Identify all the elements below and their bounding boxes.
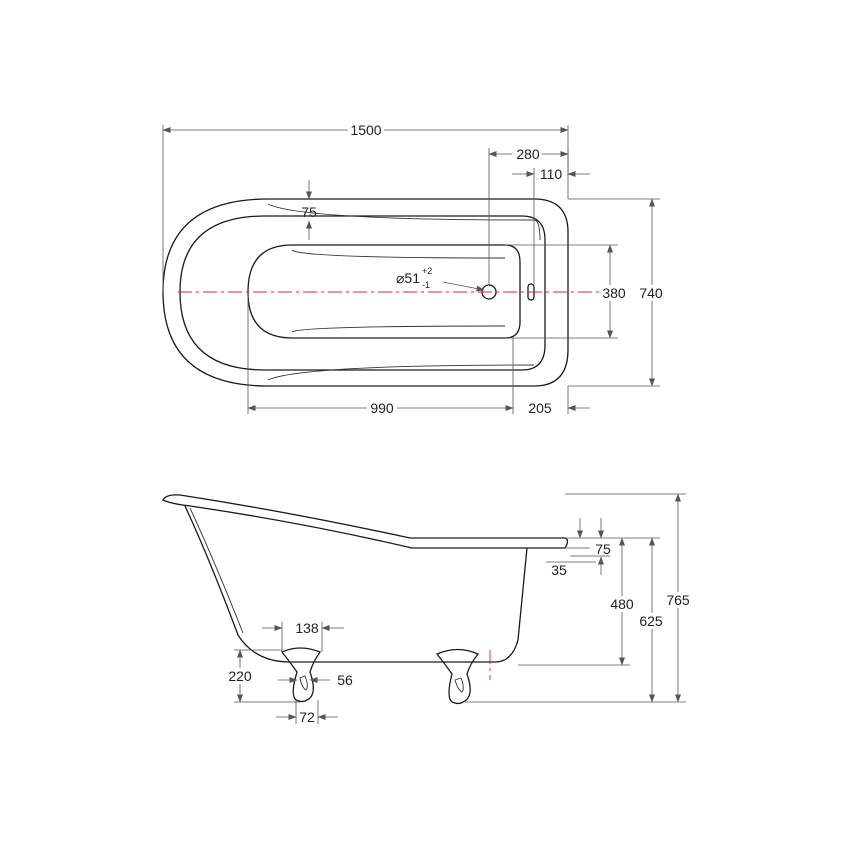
dim-foot-base: 72 — [299, 709, 315, 725]
dim-inner-width: 380 — [602, 285, 626, 301]
tub-basin — [247, 244, 521, 339]
dim-foot-height: 220 — [228, 668, 252, 684]
left-foot — [280, 647, 322, 703]
right-foot — [435, 648, 480, 705]
dim-inner-length: 990 — [370, 400, 394, 416]
dim-overflow-offset: 110 — [540, 166, 563, 182]
rim-shading — [267, 203, 541, 381]
dim-rim-width: 75 — [301, 204, 317, 220]
basin-shading — [291, 249, 506, 333]
dim-waste-offset: 280 — [516, 146, 540, 162]
dim-waste-diameter: ⌀51 — [396, 270, 420, 286]
dim-rim-height: 625 — [639, 613, 663, 629]
dim-overall-length: 1500 — [350, 122, 381, 138]
waste-tolerance-minus: -1 — [422, 280, 430, 290]
tub-rim-profile — [162, 494, 569, 549]
tub-inner-rim — [179, 215, 546, 371]
elevation-view: 765 625 480 75 35 138 220 — [162, 493, 694, 725]
dim-rim-depth: 75 — [595, 541, 611, 557]
waste-tolerance-plus: +2 — [422, 266, 432, 276]
dim-rim-thickness: 35 — [551, 562, 567, 578]
dim-foot-neck: 56 — [337, 672, 353, 688]
dim-overall-height: 765 — [666, 592, 690, 608]
tub-body-inner — [189, 507, 244, 634]
waste-leader — [442, 281, 485, 292]
dim-overall-width: 740 — [639, 285, 663, 301]
dim-end-offset: 205 — [528, 400, 552, 416]
tub-outer-rim — [162, 198, 569, 387]
dim-internal-depth: 480 — [610, 596, 634, 612]
tub-body — [184, 505, 528, 663]
plan-view: 1500 280 110 75 ⌀51 +2 -1 380 740 — [162, 122, 667, 416]
dim-foot-width: 138 — [295, 620, 319, 636]
